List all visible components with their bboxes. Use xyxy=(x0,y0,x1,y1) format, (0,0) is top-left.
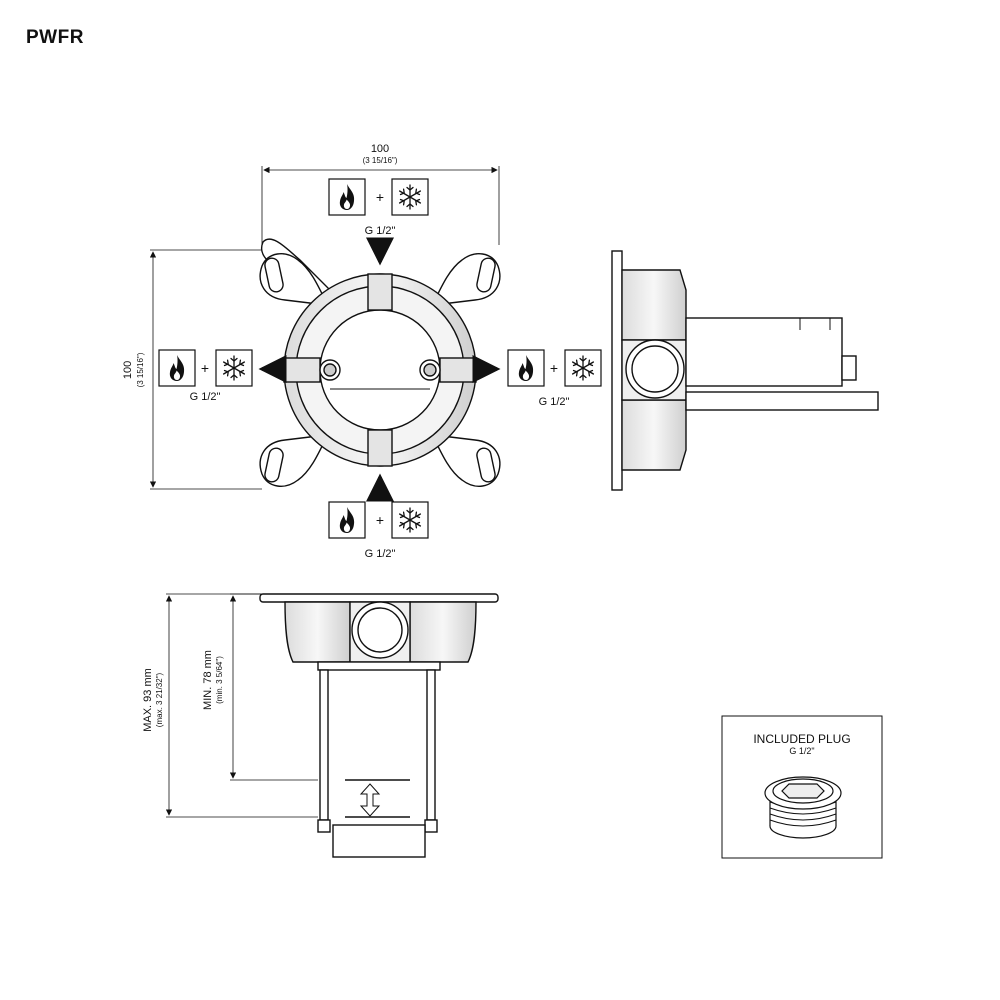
page-title: PWFR xyxy=(26,27,84,48)
snowflake-icon xyxy=(564,349,602,387)
port-left: + G 1/2" xyxy=(158,349,287,403)
plug-title: INCLUDED PLUG xyxy=(753,732,850,746)
height-dimension: 100 (3 15/16") xyxy=(122,249,262,490)
snowflake-icon xyxy=(215,349,253,387)
plus-sign: + xyxy=(376,512,384,528)
flame-icon xyxy=(158,349,196,387)
min-depth-value: MIN. 78 mm xyxy=(202,650,214,710)
max-depth-inch: (max. 3 21/32") xyxy=(155,672,164,727)
width-value: 100 xyxy=(371,143,389,155)
plus-sign: + xyxy=(376,189,384,205)
height-inch: (3 15/16") xyxy=(136,352,145,387)
plug-drawing xyxy=(764,776,842,839)
height-value: 100 xyxy=(122,361,134,379)
plus-sign: + xyxy=(550,360,558,376)
side-view xyxy=(611,250,879,491)
port-bottom: + G 1/2" xyxy=(328,473,429,560)
width-dimension: 100 (3 15/16") xyxy=(261,143,500,245)
adjust-range-icon xyxy=(359,783,381,817)
port-right-size: G 1/2" xyxy=(539,396,570,408)
plug-size: G 1/2" xyxy=(789,746,814,756)
max-depth-value: MAX. 93 mm xyxy=(142,668,154,732)
valve-body-top xyxy=(259,238,501,487)
included-plug-box: INCLUDED PLUG G 1/2" xyxy=(721,715,883,859)
flame-icon xyxy=(507,349,545,387)
port-top-size: G 1/2" xyxy=(365,225,396,237)
flame-icon xyxy=(328,501,366,539)
plus-sign: + xyxy=(201,360,209,376)
port-top: + G 1/2" xyxy=(328,178,429,266)
top-view: 100 (3 15/16") 100 (3 15/16") xyxy=(122,143,602,560)
port-bottom-size: G 1/2" xyxy=(365,548,396,560)
width-inch: (3 15/16") xyxy=(363,156,398,165)
snowflake-icon xyxy=(391,178,429,216)
port-left-size: G 1/2" xyxy=(190,391,221,403)
port-right: + G 1/2" xyxy=(472,349,602,408)
flame-icon xyxy=(328,178,366,216)
min-depth-inch: (min. 3 5/64") xyxy=(215,656,224,704)
depth-view: MAX. 93 mm (max. 3 21/32") MIN. 78 mm (m… xyxy=(142,593,499,858)
snowflake-icon xyxy=(391,501,429,539)
